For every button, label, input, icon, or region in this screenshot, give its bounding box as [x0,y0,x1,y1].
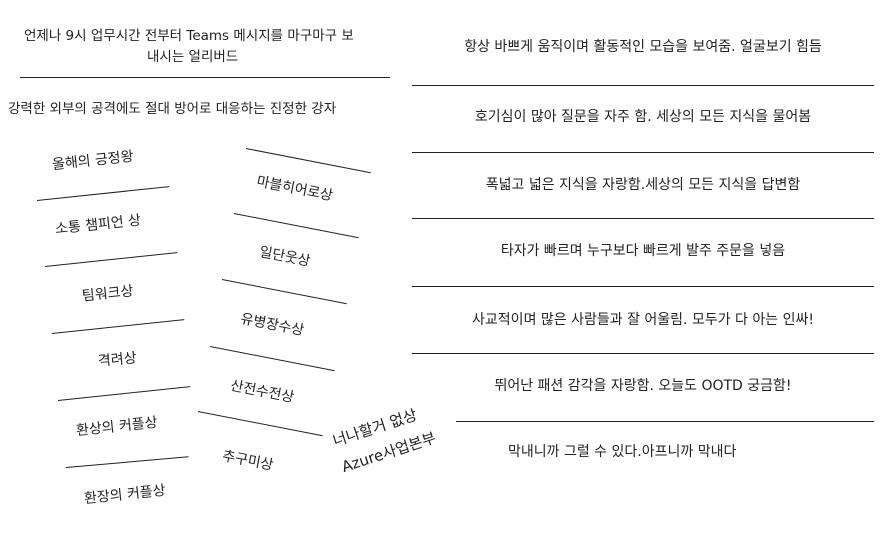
divider [51,319,185,334]
award-just-smile: 일단웃상 [257,244,312,270]
divider [20,77,390,78]
divider [57,386,191,401]
divider [412,152,874,153]
divider [412,353,874,354]
description-row-4: 타자가 빠르며 누구보다 빠르게 발주 주문을 넣음 [500,243,786,259]
award-fantastic-couple: 환상의 커플상 [75,414,159,440]
divider [412,85,874,86]
divider [221,279,347,305]
award-positivity-king: 올해의 긍정왕 [51,148,135,174]
divider [412,218,874,219]
award-encouragement: 격려상 [97,350,138,370]
description-row-2: 호기심이 많아 질문을 자주 함. 세상의 모든 지식을 물어봄 [474,109,812,125]
divider [65,456,189,468]
divider [233,213,359,239]
award-communication-champion: 소통 챔피언 상 [54,212,142,238]
divider [197,411,323,437]
award-veteran: 산전수전상 [229,378,296,406]
early-bird-description-line1: 언제나 9시 업무시간 전부터 Teams 메시지를 마구마구 보 [24,28,354,44]
description-row-3: 폭넓고 넓은 지식을 자랑함.세상의 모든 지식을 답변함 [485,177,801,193]
description-row-6: 뛰어난 패션 감각을 자랑함. 오늘도 OOTD 궁금함! [494,378,792,394]
award-ideal-pursuit: 추구미상 [220,448,275,474]
divider [209,346,335,372]
divider [412,286,874,287]
description-row-1: 항상 바쁘게 움직이며 활동적인 모습을 보여줌. 얼굴보기 힘듬 [464,39,822,55]
defender-description: 강력한 외부의 공격에도 절대 방어로 대응하는 진정한 강자 [8,101,337,117]
description-row-5: 사교적이며 많은 사람들과 잘 어울림. 모두가 다 아는 인싸! [472,312,814,328]
award-marvel-hero: 마블히어로상 [255,173,335,205]
divider [245,148,371,174]
early-bird-description-line2: 내시는 얼리버드 [147,49,239,65]
divider [36,186,170,201]
divider [44,252,178,267]
award-chaotic-couple: 환장의 커플상 [83,482,167,508]
award-longevity: 유병장수상 [239,311,306,339]
description-row-7: 막내니까 그럴 수 있다.아프니까 막내다 [508,444,737,460]
award-teamwork: 팀워크상 [81,283,135,305]
divider [456,421,874,422]
